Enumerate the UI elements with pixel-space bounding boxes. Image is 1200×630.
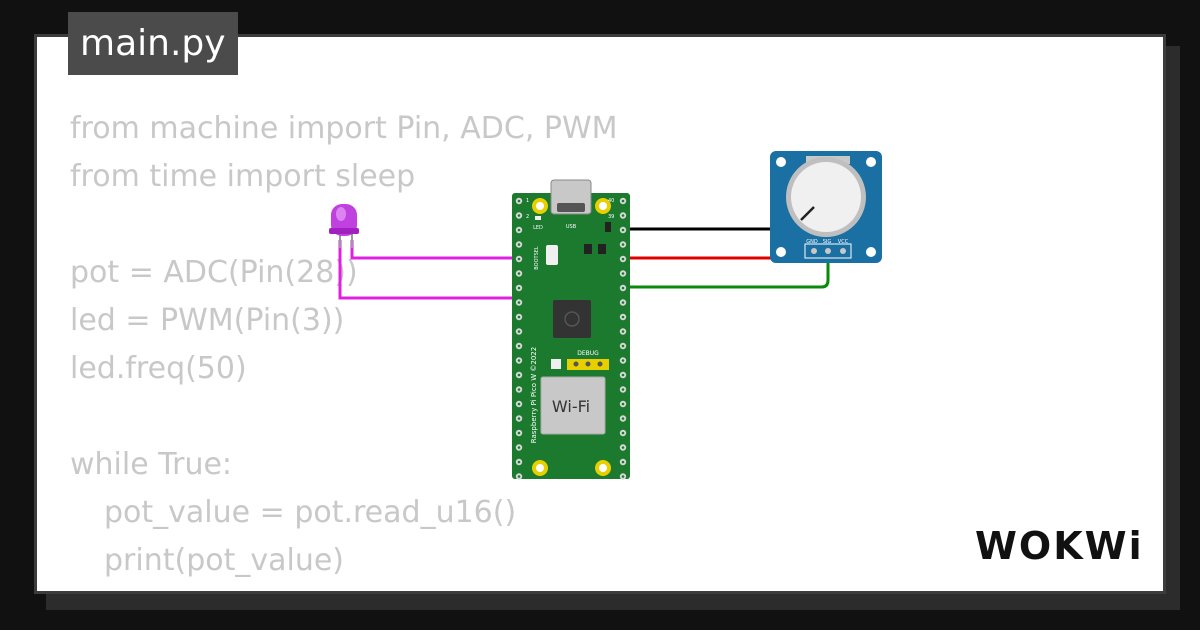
pot-label-sig: SIG [823,239,832,245]
wire-led-anode [350,240,518,260]
pot-knob-indicator [800,206,815,221]
pin-number-40: 40 [608,198,614,204]
onboard-led [535,216,541,220]
smd-chip-1 [584,244,592,254]
code-line: pot_value = pot.read_u16() [104,495,517,530]
pot-pin-header [804,243,852,259]
code-line: pot = ADC(Pin(28)) [70,255,358,290]
wokwi-logo-text: WOKWi [975,524,1144,568]
file-tab[interactable]: main.py [68,12,238,75]
smd-component [551,359,561,369]
pot-mount-hole-tr [866,157,876,167]
raspberry-logo-icon [564,311,580,327]
pot-pin-gnd [811,248,817,254]
led-component[interactable] [329,204,359,248]
led-label: LED [533,225,543,231]
code-line: while True: [70,447,233,482]
bootsel-button [546,245,558,265]
code-line: print(pot_value) [104,543,344,578]
file-tab-label: main.py [80,23,226,64]
code-line: from machine import Pin, ADC, PWM [70,111,618,146]
smd-chip-2 [598,244,606,254]
bootsel-label: BOOTSEL [534,246,540,270]
pin-number-1: 1 [526,198,529,204]
pot-label-vcc: VCC [838,239,849,245]
right-pin-header [619,197,627,480]
pot-mount-hole-br [866,247,876,257]
pot-pin-sig [825,248,831,254]
wire-led-cathode [338,240,518,300]
wokwi-logo: WOKWi [975,524,1144,568]
usb-port [557,203,585,212]
debug-label: DEBUG [577,350,599,357]
pot-mount-hole-tl [776,157,786,167]
left-pin-header [515,197,523,480]
wire-green [622,254,830,289]
board-model-label: Raspberry Pi Pico W ©2022 [530,347,538,443]
wifi-module [540,376,606,435]
led-base [329,228,359,234]
code-line: from time import sleep [70,159,416,194]
pin-number-39: 39 [608,214,614,220]
pin-number-2: 2 [526,214,529,220]
led-highlight [336,207,346,221]
rp2040-chip [553,300,591,338]
pot-mount-hole-bl [776,247,786,257]
pot-knob[interactable] [791,162,861,232]
pico-w-board[interactable]: LED USB BOOTSEL DEBUG Wi-Fi Raspberry Pi… [512,179,630,480]
wifi-label: Wi-Fi [552,397,590,416]
code-line: led.freq(50) [70,351,247,386]
code-line: led = PWM(Pin(3)) [70,303,345,338]
smd-chip-3 [605,222,611,232]
code-preview: from machine import Pin, ADC, PWM from ti… [70,105,618,591]
usb-label: USB [566,224,577,230]
potentiometer-module[interactable]: GND SIG VCC [770,151,882,263]
pot-pin-vcc [840,248,846,254]
pot-label-gnd: GND [806,239,818,245]
